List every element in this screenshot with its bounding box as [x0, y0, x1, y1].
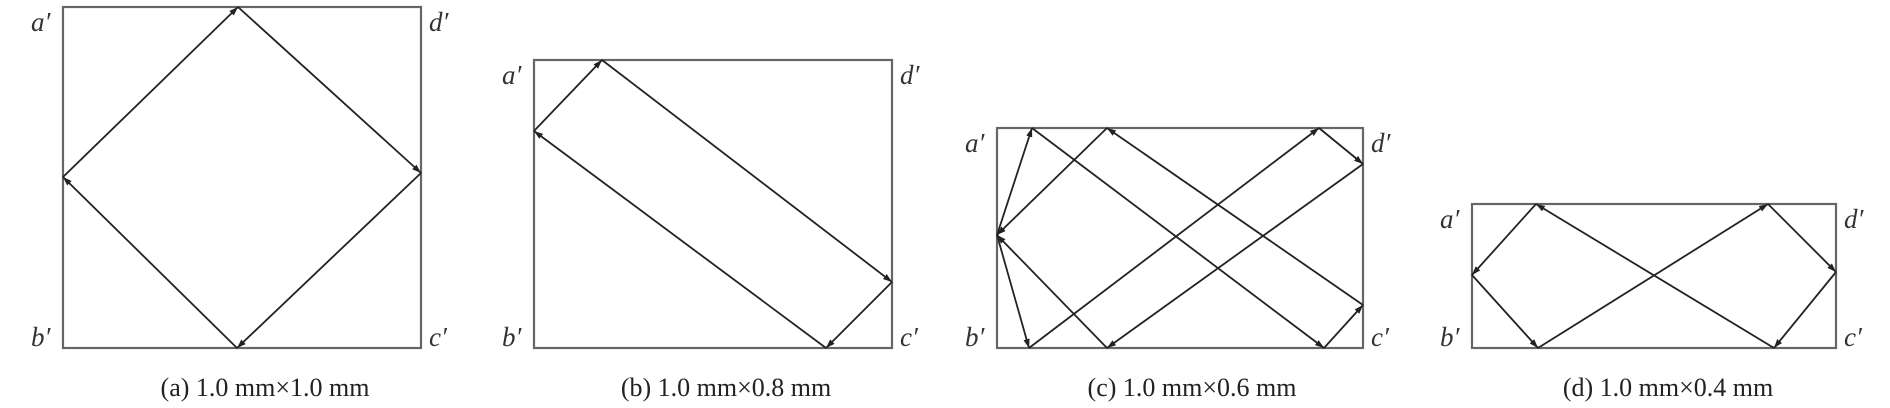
ray-path-arrow: [533, 59, 603, 132]
corner-label-c: c′: [1844, 322, 1863, 352]
ray-path-arrow: [1773, 271, 1837, 349]
corner-label-b: b′: [965, 322, 986, 352]
specimen-boundary: [61, 5, 423, 350]
ray-path-arrow: [1767, 203, 1837, 273]
specimen-boundary: [995, 126, 1365, 350]
ray-path-arrow: [996, 127, 1108, 236]
corner-label-a: a′: [1440, 204, 1461, 234]
ray-path-arrow: [1106, 163, 1364, 349]
ray-path-arrow: [1106, 127, 1364, 306]
ray-path-arrow: [1471, 203, 1537, 276]
corner-label-c: c′: [429, 322, 448, 352]
panel-caption: (b) 1.0 mm×0.8 mm: [621, 373, 831, 402]
ray-path-arrow: [996, 127, 1033, 236]
corner-label-d: d′: [429, 7, 450, 37]
corner-label-a: a′: [31, 7, 52, 37]
corner-label-d: d′: [1844, 204, 1865, 234]
corner-label-c: c′: [1371, 322, 1390, 352]
ray-path-arrow: [601, 59, 893, 283]
corner-label-a: a′: [965, 128, 986, 158]
panel-a: a′ b′ d′ c′ (a) 1.0 mm×1.0 mm: [31, 5, 450, 402]
ray-path-arrow: [996, 234, 1030, 349]
corner-label-d: d′: [900, 60, 921, 90]
ray-path-arrow: [62, 176, 238, 349]
panel-caption: (c) 1.0 mm×0.6 mm: [1088, 373, 1297, 402]
panel-caption: (a) 1.0 mm×1.0 mm: [161, 373, 370, 402]
ray-path-arrow: [1323, 304, 1364, 349]
panel-c: a′ b′ d′ c′ (c) 1.0 mm×0.6 mm: [965, 126, 1392, 402]
ray-path-arrow: [62, 6, 239, 178]
corner-label-b: b′: [1440, 322, 1461, 352]
ray-path-arrow: [1535, 203, 1775, 349]
panel-b: a′ b′ d′ c′ (b) 1.0 mm×0.8 mm: [502, 58, 921, 402]
ray-path-arrow: [1031, 127, 1325, 349]
ray-path-arrow: [1318, 127, 1364, 165]
corner-label-b: b′: [31, 322, 52, 352]
corner-label-b: b′: [502, 322, 523, 352]
ray-path-arrow: [996, 234, 1108, 349]
ray-path-arrow: [1028, 127, 1320, 349]
ray-path-arrow: [237, 6, 422, 174]
panel-caption: (d) 1.0 mm×0.4 mm: [1563, 373, 1773, 402]
corner-label-d: d′: [1371, 128, 1392, 158]
ray-path-arrow: [1537, 203, 1769, 349]
panel-d: a′ b′ d′ c′ (d) 1.0 mm×0.4 mm: [1440, 202, 1865, 402]
ray-path-arrow: [1471, 274, 1539, 349]
ray-path-arrow: [533, 130, 827, 349]
specimen-boundary: [532, 58, 894, 350]
corner-label-c: c′: [900, 322, 919, 352]
corner-label-a: a′: [502, 60, 523, 90]
ray-path-arrow: [236, 172, 422, 349]
ray-path-arrow: [825, 281, 893, 349]
